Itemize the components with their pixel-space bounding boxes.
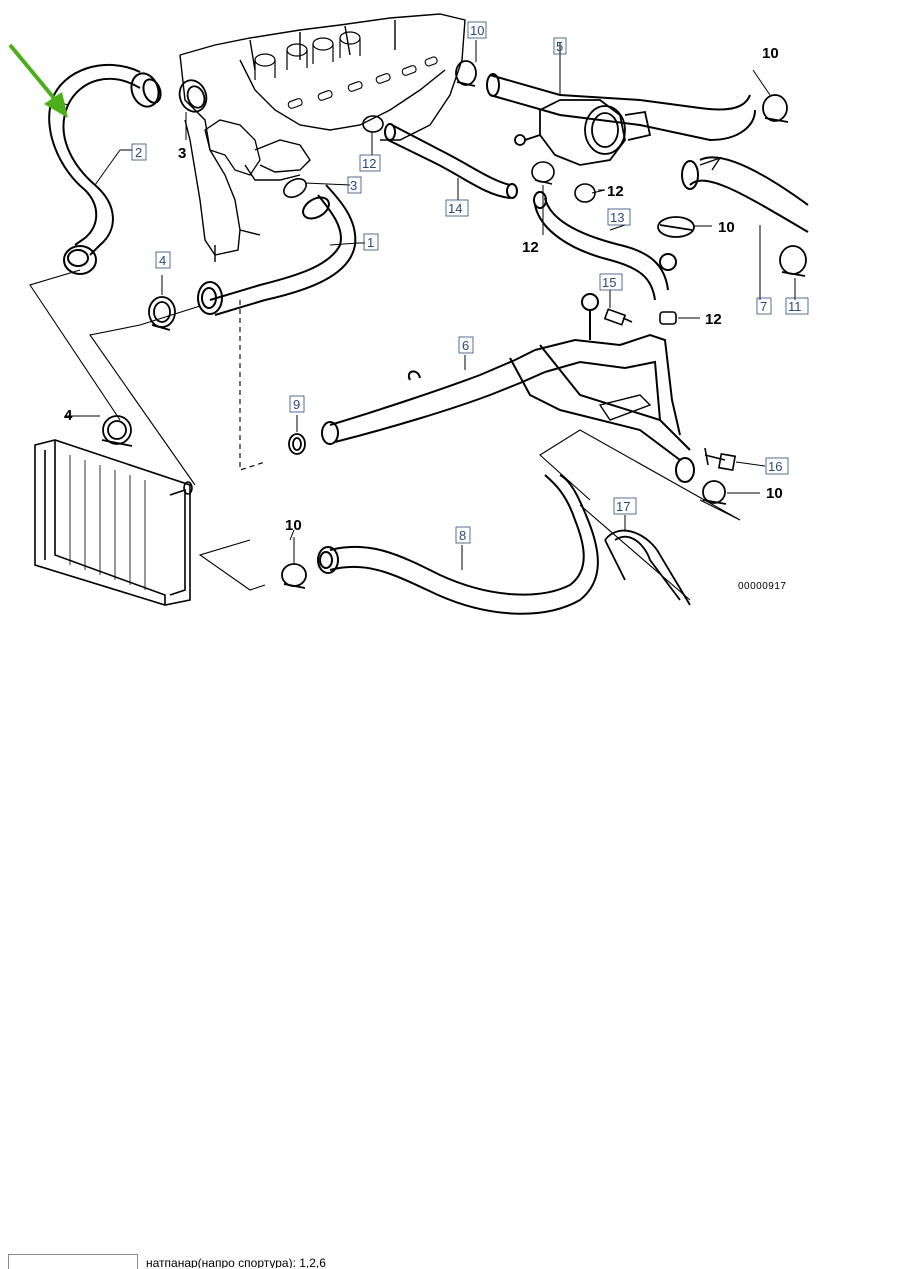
thermostat-housing[interactable] [514, 99, 652, 166]
label-13[interactable]: 13 [607, 208, 631, 226]
clamp-10-mid[interactable] [657, 216, 712, 238]
clamp-4-lower[interactable] [101, 415, 133, 447]
label-12-right[interactable]: 12 [607, 183, 624, 200]
footer-box[interactable] [8, 1254, 138, 1269]
leader-lines [289, 69, 771, 541]
label-5[interactable]: 5 [553, 37, 567, 55]
label-15[interactable]: 15 [599, 273, 623, 291]
svg-text:11: 11 [788, 299, 802, 314]
clamp-hose1[interactable] [281, 175, 351, 201]
clamp-3[interactable] [175, 77, 210, 140]
svg-text:4: 4 [159, 253, 166, 268]
boxed-labels: 10 5 2 12 3 14 13 1 [131, 21, 809, 544]
label-8[interactable]: 8 [455, 526, 471, 544]
svg-text:12: 12 [362, 156, 376, 171]
label-16[interactable]: 16 [765, 457, 789, 475]
bold-labels: 10 3 12 10 12 12 4 10 10 [64, 45, 783, 534]
bolt-15[interactable] [603, 290, 633, 326]
connector-lines [29, 269, 741, 601]
label-9[interactable]: 9 [289, 395, 305, 413]
label-12-upper[interactable]: 12 [359, 154, 381, 172]
svg-text:10: 10 [470, 23, 484, 38]
plug-12[interactable] [659, 311, 700, 325]
label-17[interactable]: 17 [613, 497, 637, 515]
svg-text:16: 16 [768, 459, 782, 474]
svg-text:5: 5 [556, 39, 563, 54]
svg-text:3: 3 [350, 178, 357, 193]
svg-text:8: 8 [459, 528, 466, 543]
drawing-number: 00000917 [738, 581, 787, 592]
label-12-plug[interactable]: 12 [705, 311, 722, 328]
label-10-bottom[interactable]: 10 [285, 517, 302, 534]
svg-text:14: 14 [448, 201, 462, 216]
label-6[interactable]: 6 [458, 336, 474, 354]
label-10-lower[interactable]: 10 [766, 485, 783, 502]
hose-1[interactable] [197, 184, 365, 316]
svg-text:7: 7 [760, 299, 767, 314]
strap-17[interactable] [604, 515, 691, 606]
hose-14[interactable] [384, 123, 518, 200]
clamp-10-right[interactable] [762, 94, 789, 123]
label-3[interactable]: 3 [347, 176, 362, 194]
label-2[interactable]: 2 [131, 143, 147, 161]
svg-text:17: 17 [616, 499, 630, 514]
label-11[interactable]: 11 [785, 297, 809, 315]
clamp-10-top[interactable] [455, 40, 477, 87]
svg-text:2: 2 [135, 145, 142, 160]
hose-2[interactable] [48, 63, 163, 275]
radiator [34, 439, 193, 606]
clamp-12-upper[interactable] [362, 115, 384, 155]
label-1[interactable]: 1 [363, 233, 379, 251]
footer-bar: натпанар(напро спортура): 1,2,6 [0, 626, 902, 1269]
washer-9[interactable] [288, 415, 306, 455]
pipe-6[interactable] [321, 293, 695, 483]
svg-text:9: 9 [293, 397, 300, 412]
label-14[interactable]: 14 [445, 199, 469, 217]
label-10-mid[interactable]: 10 [718, 219, 735, 236]
clamp-11[interactable] [779, 245, 807, 300]
clamp-10-bottom[interactable] [281, 537, 307, 589]
label-12-mid[interactable]: 12 [522, 239, 539, 256]
bolt-16[interactable] [704, 447, 766, 472]
svg-text:6: 6 [462, 338, 469, 353]
label-3-bold[interactable]: 3 [178, 145, 186, 162]
hose-8[interactable] [317, 474, 599, 615]
parts-diagram: 10 5 2 12 3 14 13 1 [8, 13, 809, 615]
label-7[interactable]: 7 [756, 297, 772, 315]
hose-5[interactable] [486, 42, 756, 142]
svg-text:13: 13 [610, 210, 624, 225]
svg-text:1: 1 [367, 235, 374, 250]
hose-13[interactable] [533, 191, 677, 301]
clamp-10-lower[interactable] [702, 480, 760, 505]
label-10-top[interactable]: 10 [467, 21, 487, 39]
highlight-arrow-icon [8, 43, 68, 118]
label-10-right[interactable]: 10 [762, 45, 779, 62]
label-4-upper[interactable]: 4 [155, 251, 171, 269]
svg-text:15: 15 [602, 275, 616, 290]
engine-block [179, 13, 466, 262]
footer-text: натпанар(напро спортура): 1,2,6 [146, 1257, 326, 1268]
hose-7[interactable] [681, 156, 809, 300]
clamp-4-upper[interactable] [148, 275, 176, 331]
